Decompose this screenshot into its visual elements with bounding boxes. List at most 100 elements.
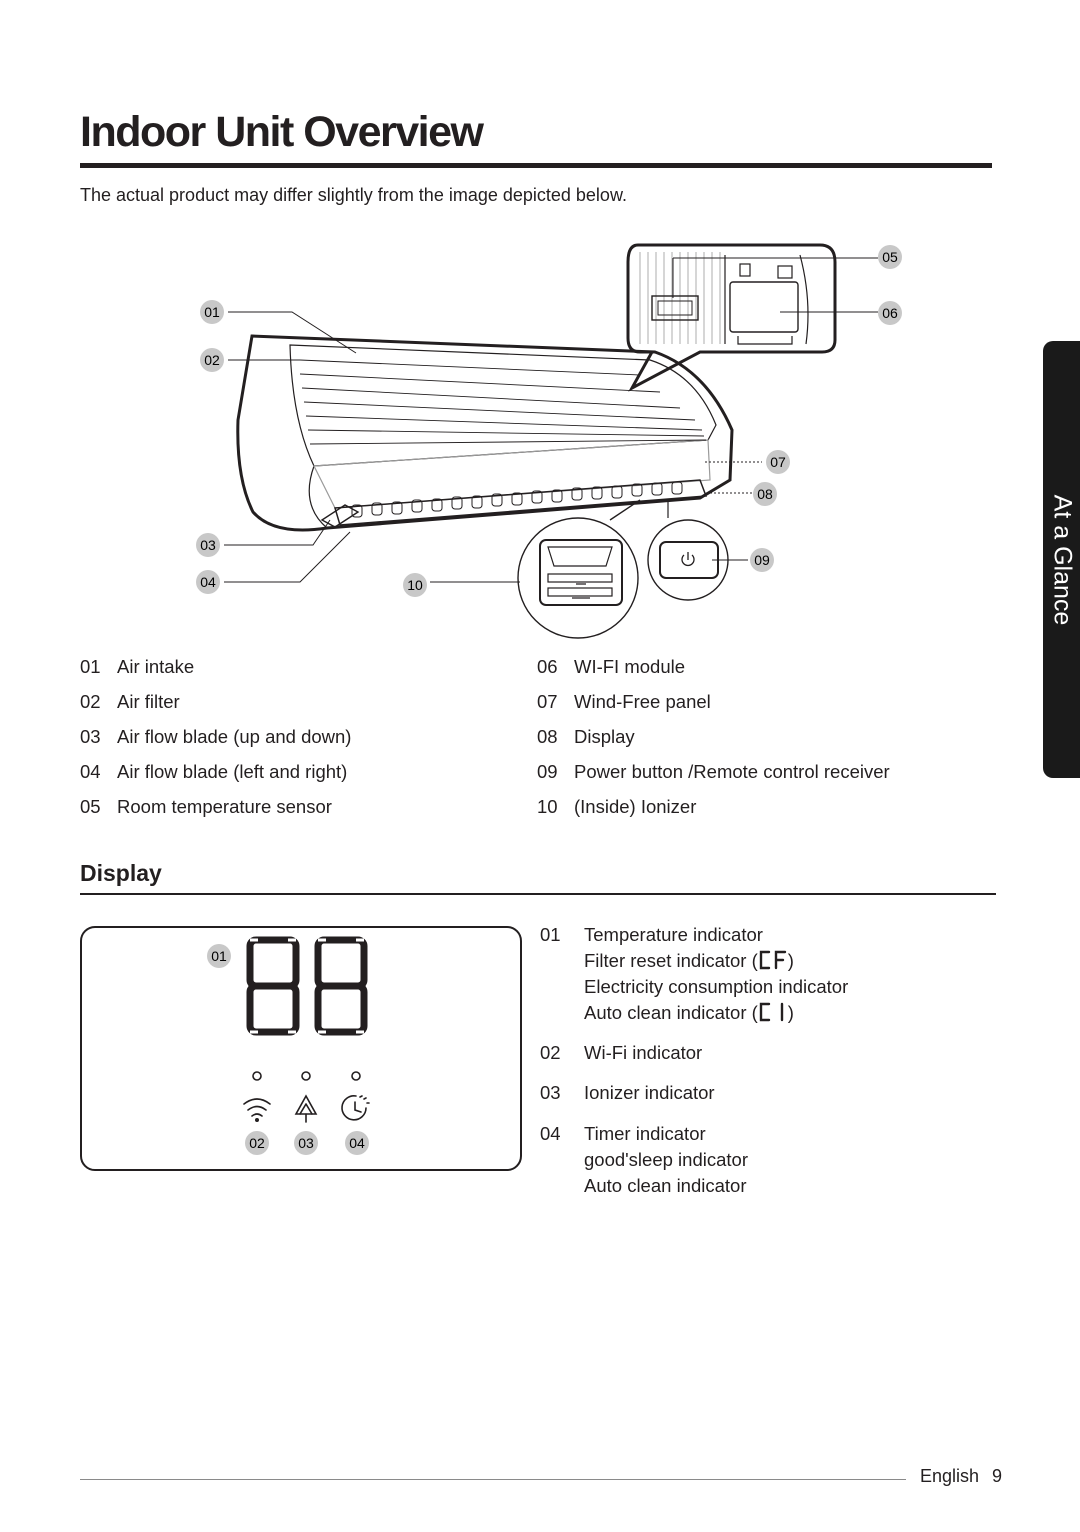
display-legend-num: 03 <box>540 1082 561 1103</box>
timer-clock-icon <box>341 1095 370 1121</box>
display-legend-num: 04 <box>540 1123 561 1144</box>
svg-text:03: 03 <box>200 537 216 553</box>
legend-label: Power button /Remote control receiver <box>574 761 890 782</box>
section-title-display: Display <box>80 860 162 886</box>
callout-05: 05 <box>878 245 902 269</box>
wind-free-panel <box>313 439 711 509</box>
legend-item: 07 Wind-Free panel <box>537 691 937 715</box>
led-ionizer <box>301 1071 311 1081</box>
legend-item: 08 Display <box>537 726 937 750</box>
disclaimer-text: The actual product may differ slightly f… <box>80 185 627 205</box>
display-legend-line: Timer indicator <box>584 1123 706 1144</box>
display-legend-item: 03 Ionizer indicator <box>540 1080 1000 1108</box>
indoor-unit-diagram: 01 02 03 04 05 06 07 08 09 10 <box>196 243 902 639</box>
svg-text:03: 03 <box>298 1135 314 1151</box>
display-callout-03: 03 <box>294 1131 318 1155</box>
title-rule <box>80 163 992 168</box>
legend-num: 01 <box>80 656 101 677</box>
legend-label: Room temperature sensor <box>117 796 332 817</box>
legend-num: 05 <box>80 796 101 817</box>
section-rule <box>80 893 996 895</box>
page-number: 9 <box>992 1466 1003 1486</box>
legend-num: 06 <box>537 656 558 677</box>
legend-label: Air intake <box>117 656 195 677</box>
legend-label: Air filter <box>117 691 180 712</box>
legend-item: 06 WI-FI module <box>537 656 937 680</box>
svg-text:08: 08 <box>757 486 773 502</box>
auto-clean-glyph-icon <box>759 1002 783 1022</box>
display-callout-02: 02 <box>245 1131 269 1155</box>
callout-10: 10 <box>403 573 427 597</box>
legend-label: Wind-Free panel <box>574 691 711 712</box>
legend-label: (Inside) Ionizer <box>574 796 697 817</box>
legend-num: 03 <box>80 726 101 747</box>
legend-item: 04 Air flow blade (left and right) <box>80 761 480 785</box>
display-legend-item: 04 Timer indicator good'sleep indicator … <box>540 1121 1000 1201</box>
legend-num: 04 <box>80 761 101 782</box>
callout-03: 03 <box>196 533 220 557</box>
display-callout-04: 04 <box>345 1131 369 1155</box>
legend-item: 02 Air filter <box>80 691 480 715</box>
svg-text:04: 04 <box>200 574 216 590</box>
svg-text:02: 02 <box>249 1135 265 1151</box>
footer-rule <box>80 1479 906 1480</box>
callout-06: 06 <box>878 301 902 325</box>
display-legend-line: Auto clean indicator <box>584 1175 747 1196</box>
display-legend-line: Wi-Fi indicator <box>584 1042 703 1063</box>
legend-label: WI-FI module <box>574 656 686 677</box>
legend-item: 05 Room temperature sensor <box>80 796 480 820</box>
legend-item: 01 Air intake <box>80 656 480 680</box>
svg-text:10: 10 <box>407 577 423 593</box>
led-wifi <box>252 1071 262 1081</box>
legend-label: Air flow blade (left and right) <box>117 761 348 782</box>
side-tab-label: At a Glance <box>1048 494 1076 625</box>
display-legend-line: good'sleep indicator <box>584 1149 748 1170</box>
svg-text:04: 04 <box>349 1135 365 1151</box>
callout-01: 01 <box>200 300 224 324</box>
part-callouts: 01 02 03 04 05 06 07 08 09 10 <box>196 245 902 597</box>
seven-segment-digits <box>246 936 368 1036</box>
display-legend-line: Electricity consumption indicator <box>584 976 849 997</box>
display-legend-line: Filter reset indicator () <box>584 950 794 971</box>
legend-item: 09 Power button /Remote control receiver <box>537 761 937 785</box>
footer-language: English <box>920 1466 980 1486</box>
callout-02: 02 <box>200 348 224 372</box>
callout-09: 09 <box>750 548 774 572</box>
ionizer-tree-icon <box>294 1094 318 1123</box>
svg-text:06: 06 <box>882 305 898 321</box>
display-legend-line: Ionizer indicator <box>584 1082 715 1103</box>
svg-text:05: 05 <box>882 249 898 265</box>
legend-label: Air flow blade (up and down) <box>117 726 352 747</box>
svg-text:07: 07 <box>770 454 786 470</box>
legend-item: 10 (Inside) Ionizer <box>537 796 937 820</box>
filter-reset-glyph-icon <box>759 950 786 970</box>
legend-num: 10 <box>537 796 558 817</box>
display-legend-line: Auto clean indicator () <box>584 1002 794 1023</box>
legend-num: 02 <box>80 691 101 712</box>
legend-item: 03 Air flow blade (up and down) <box>80 726 480 750</box>
svg-text:01: 01 <box>204 304 220 320</box>
display-legend-item: 01 Temperature indicator Filter reset in… <box>540 922 1000 1032</box>
legend-label: Display <box>574 726 635 747</box>
display-strip <box>334 479 708 526</box>
legend-num: 09 <box>537 761 558 782</box>
legend-num: 08 <box>537 726 558 747</box>
display-legend-item: 02 Wi-Fi indicator <box>540 1040 1000 1068</box>
wifi-icon <box>243 1098 271 1123</box>
svg-text:09: 09 <box>754 552 770 568</box>
callout-08: 08 <box>753 482 777 506</box>
unit-front-cover <box>289 344 717 467</box>
callout-07: 07 <box>766 450 790 474</box>
led-timer <box>351 1071 361 1081</box>
legend-num: 07 <box>537 691 558 712</box>
power-icon <box>681 552 695 567</box>
callout-04: 04 <box>196 570 220 594</box>
display-legend-num: 01 <box>540 924 561 945</box>
page-title: Indoor Unit Overview <box>80 108 484 156</box>
display-legend-num: 02 <box>540 1042 561 1063</box>
unit-body-outline <box>236 334 734 532</box>
side-tab-at-a-glance[interactable]: At a Glance <box>1043 341 1080 778</box>
inset-sensor-wifi <box>626 243 837 392</box>
display-legend-line: Temperature indicator <box>584 924 763 945</box>
display-panel-diagram: 01 02 03 04 <box>80 926 522 1171</box>
